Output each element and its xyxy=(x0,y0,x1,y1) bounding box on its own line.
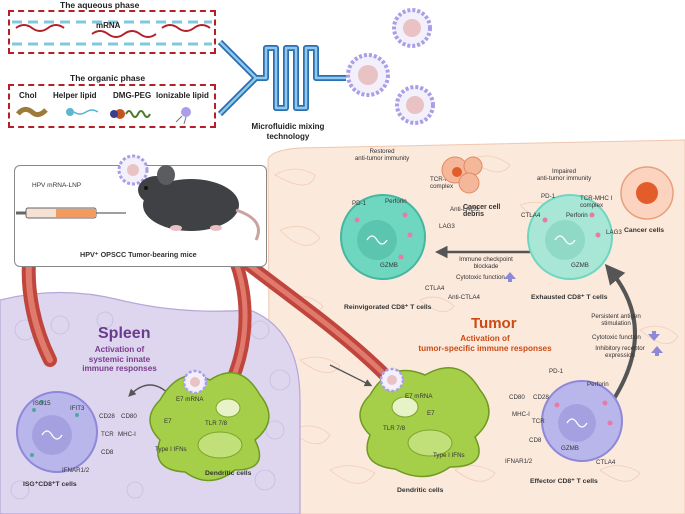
exh-gzmb-label: GZMB xyxy=(571,262,589,269)
dmg-peg-label: DMG-PEG xyxy=(113,91,152,100)
eff-cd28-label: CD28 xyxy=(533,394,549,401)
eff-perforin-label: Perforin xyxy=(587,381,609,388)
mrna-label: mRNA xyxy=(96,21,121,30)
tcr-label: TCR xyxy=(101,431,114,438)
spleen-subtitle: Activation of systemic innate immune res… xyxy=(82,345,157,373)
blockade-label: Immune checkpoint blockade xyxy=(459,256,513,270)
anti-ctla4-label: Anti-CTLA4 xyxy=(448,294,480,301)
mouse-caption: HPV⁺ OPSCC Tumor-bearing mice xyxy=(80,250,197,259)
cytotoxic-down-label: Cytotoxic function xyxy=(592,334,641,341)
spleen-dc-name: Dendritic cells xyxy=(205,470,252,477)
reinv-perforin-label: Perforin xyxy=(385,198,407,205)
helper-lipid-label: Helper lipid xyxy=(53,91,97,100)
up-arrow-icon xyxy=(504,272,516,282)
reinv-gzmb-label: GZMB xyxy=(380,262,398,269)
lnp-icon xyxy=(392,8,432,48)
exh-pd1-label: PD-1 xyxy=(541,193,556,200)
microfluidic-chip-icon xyxy=(218,39,346,117)
helper-lipid-icon xyxy=(66,108,99,116)
cancer-debris xyxy=(441,156,483,194)
lnp-icon xyxy=(346,53,390,97)
mrna-strands xyxy=(12,20,212,46)
reinvigorated-name: Reinvigorated CD8⁺ T cells xyxy=(344,304,432,311)
restored-immunity-label: Restored anti-tumor immunity xyxy=(354,148,410,162)
syringe-icon xyxy=(16,207,126,219)
cd8-label: CD8 xyxy=(101,449,114,456)
isg15-label: ISG15 xyxy=(33,400,51,407)
tumor-e7-label: E7 xyxy=(427,410,435,417)
reinv-ctla4-label: CTLA4 xyxy=(425,285,445,292)
eff-cd8-label: CD8 xyxy=(529,437,542,444)
ifit3-label: IFIT3 xyxy=(70,405,85,412)
effector-name: Effector CD8⁺ T cells xyxy=(530,478,598,485)
up-arrow-icon xyxy=(651,346,663,356)
cd80-label: CD80 xyxy=(121,413,137,420)
spleen-title: Spleen xyxy=(98,325,151,342)
spleen-tlr-label: TLR 7/8 xyxy=(205,420,228,427)
reinvigorated-t-cell xyxy=(340,194,426,280)
exhausted-name: Exhausted CD8⁺ T cells xyxy=(531,294,608,301)
tumor-dc-name: Dendritic cells xyxy=(397,487,444,494)
spleen-dendritic-cell xyxy=(149,369,270,482)
lnp-icon xyxy=(395,85,435,125)
aqueous-phase-title: The aqueous phase xyxy=(60,0,140,10)
ionizable-lipid-icon xyxy=(175,107,191,125)
lnp-icon xyxy=(182,369,208,395)
isg-t-cell xyxy=(16,391,98,473)
cholesterol-icon xyxy=(16,106,48,118)
isg-t-cell-name: ISG⁺CD8⁺T cells xyxy=(23,481,77,488)
cancer-cell xyxy=(620,166,674,220)
organic-phase-title: The organic phase xyxy=(70,73,146,83)
anti-lag3-label: Anti-LAG3 xyxy=(450,206,479,213)
lnp-particles xyxy=(346,8,435,125)
mouse-illustration xyxy=(16,154,260,241)
vaccine-label: HPV mRNA-LNP xyxy=(32,182,82,189)
aqueous-phase-box xyxy=(8,10,216,54)
mouse-icon xyxy=(138,165,260,241)
reinv-pd1-label: PD-1 xyxy=(352,200,367,207)
eff-ifnar-label: IFNAR1/2 xyxy=(505,458,533,465)
eff-pd1-label: PD-1 xyxy=(549,368,564,375)
tumor-e7mrna-label: E7 mRNA xyxy=(405,393,433,400)
exh-lag3-label: LAG3 xyxy=(606,229,622,236)
tumor-tlr-label: TLR 7/8 xyxy=(383,425,406,432)
lnp-icon xyxy=(379,367,405,393)
spleen-e7-label: E7 xyxy=(164,418,172,425)
dmg-peg-icon xyxy=(110,109,151,119)
exh-ctla4-label: CTLA4 xyxy=(521,212,541,219)
impaired-immunity-label: Impaired anti-tumor immunity xyxy=(536,168,592,182)
ionizable-lipid-label: Ionizable lipid xyxy=(156,91,209,100)
tumor-ifn-label: Type I IFNs xyxy=(433,452,465,459)
tumor-title: Tumor xyxy=(471,315,517,332)
eff-tcr-label: TCR xyxy=(532,418,545,425)
eff-ctla4-label: CTLA4 xyxy=(596,459,616,466)
inhibitory-receptor-label: Inhibitory receptor expression xyxy=(595,345,645,359)
tumor-dendritic-cell xyxy=(359,367,490,478)
exh-perforin-label: Perforin xyxy=(566,212,588,219)
spleen-ifn-label: Type I IFNs xyxy=(155,446,187,453)
lipid-components xyxy=(16,106,191,125)
lnp-icon xyxy=(117,154,149,186)
cancer-cells-label: Cancer cells xyxy=(624,227,665,234)
tumor-subtitle: Activation of tumor-specific immune resp… xyxy=(418,334,552,353)
persistent-stimulation-label: Persistent antigen stimulation xyxy=(591,313,641,327)
effector-t-cell xyxy=(541,380,623,462)
organic-phase-box xyxy=(8,84,216,128)
mhc-i-label: MHC-I xyxy=(118,431,136,438)
microfluidic-label: Microfluidic mixing technology xyxy=(251,122,325,141)
eff-mhc-i-label: MHC-I xyxy=(512,411,530,418)
ifnar-label: IFNAR1/2 xyxy=(62,467,90,474)
down-arrow-icon xyxy=(648,331,660,341)
eff-gzmb-label: GZMB xyxy=(561,445,579,452)
eff-cd80-label: CD80 xyxy=(509,394,525,401)
spleen-e7mrna-label: E7 mRNA xyxy=(176,396,204,403)
chol-label: Chol xyxy=(19,91,37,100)
exh-tcr-label: TCR-MHC I complex xyxy=(580,195,613,209)
cytotoxic-up-label: Cytotoxic function xyxy=(456,274,505,281)
debris-label: Cancer cell debris xyxy=(463,204,501,218)
exhausted-t-cell xyxy=(527,194,613,280)
reinv-lag3-label: LAG3 xyxy=(439,223,455,230)
cd28-label: CD28 xyxy=(99,413,115,420)
